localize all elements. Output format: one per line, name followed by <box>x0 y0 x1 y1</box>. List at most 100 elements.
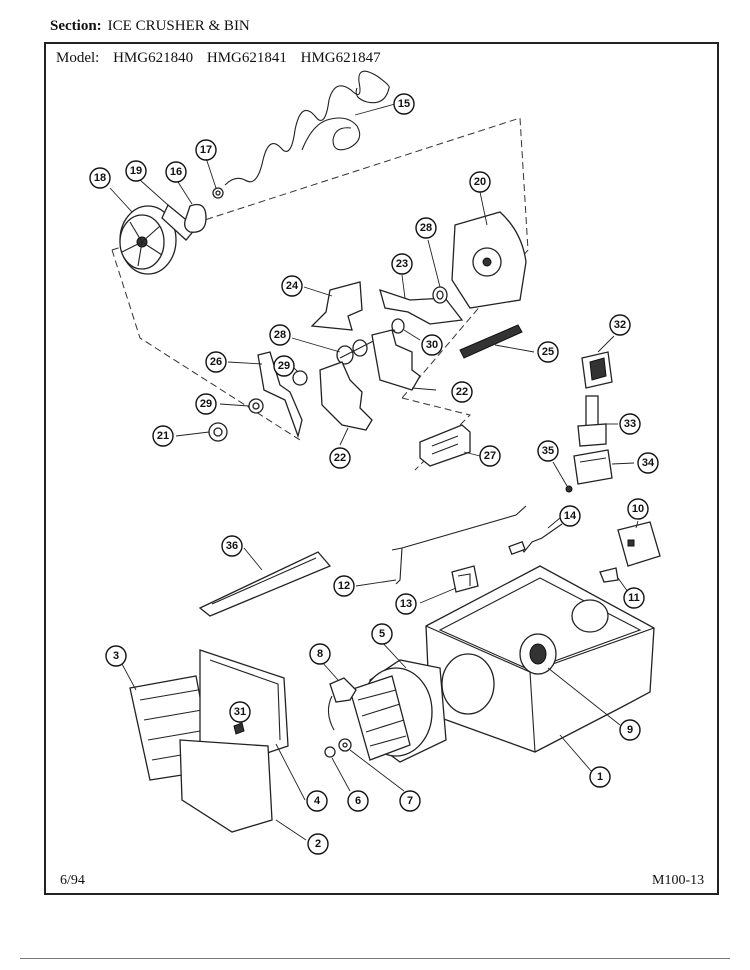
callout-32: 32 <box>609 314 631 336</box>
part-33-plunger <box>577 395 618 447</box>
svg-text:26: 26 <box>210 356 222 368</box>
revision-date: 6/94 <box>60 873 85 888</box>
part-31-spring <box>233 722 245 735</box>
callout-30: 30 <box>421 334 443 356</box>
svg-text:13: 13 <box>400 598 412 610</box>
callout-20: 20 <box>469 171 491 193</box>
callout-7: 7 <box>399 790 421 812</box>
part-27-rod <box>459 324 535 359</box>
part-1-bin <box>425 565 655 773</box>
callout-3: 3 <box>105 645 127 667</box>
part-26-slide <box>419 424 481 467</box>
svg-text:1: 1 <box>597 771 603 783</box>
part-12-rod <box>355 505 527 587</box>
callout-31: 31 <box>229 701 251 723</box>
part-15-spring <box>224 70 396 186</box>
callout-8: 8 <box>309 643 331 665</box>
callout-4: 4 <box>306 790 328 812</box>
part-34-bracket <box>573 449 635 485</box>
diagram-frame <box>44 42 719 895</box>
svg-text:29: 29 <box>278 360 290 372</box>
callout-22-right: 22 <box>451 381 473 403</box>
callout-18: 18 <box>89 167 111 189</box>
svg-text:20: 20 <box>474 176 486 188</box>
part-10-switch <box>617 520 661 567</box>
svg-text:34: 34 <box>642 457 655 469</box>
part-21-bushing <box>175 422 228 442</box>
svg-text:33: 33 <box>624 418 636 430</box>
svg-text:27: 27 <box>484 450 496 462</box>
part-11-clip <box>599 567 629 593</box>
section-label: Section: <box>50 18 102 34</box>
bottom-rule <box>20 958 730 959</box>
svg-text:12: 12 <box>338 580 350 592</box>
svg-text:32: 32 <box>614 319 626 331</box>
callout-11: 11 <box>623 587 645 609</box>
part-7-nut <box>338 738 405 792</box>
svg-text:22: 22 <box>456 386 468 398</box>
part-28-bushing-middle <box>291 329 396 365</box>
part-23-lever <box>379 274 464 325</box>
svg-text:19: 19 <box>130 165 142 177</box>
callout-9: 9 <box>619 719 641 741</box>
callout-5: 5 <box>371 623 393 645</box>
svg-text:18: 18 <box>94 172 106 184</box>
callout-24: 24 <box>281 275 303 297</box>
svg-text:11: 11 <box>628 592 640 604</box>
part-13-bracket <box>419 565 479 604</box>
callout-25: 26 <box>205 351 227 373</box>
svg-text:4: 4 <box>314 795 321 807</box>
part-36-blade <box>198 547 332 617</box>
callout-28-middle: 28 <box>269 324 291 346</box>
svg-text:17: 17 <box>200 144 212 156</box>
model-number-1: HMG621840 <box>113 50 194 66</box>
svg-text:10: 10 <box>632 503 644 515</box>
svg-text:6: 6 <box>355 795 361 807</box>
svg-text:31: 31 <box>234 706 246 718</box>
part-25-lever <box>227 351 303 439</box>
svg-text:36: 36 <box>226 540 238 552</box>
part-8-clip <box>321 661 357 731</box>
svg-text:22: 22 <box>334 452 346 464</box>
part-22-cam-left <box>319 361 373 446</box>
callout-21: 21 <box>152 425 174 447</box>
callout-13: 13 <box>395 593 417 615</box>
callout-15: 15 <box>393 93 415 115</box>
callout-22-left: 22 <box>329 447 351 469</box>
callout-33: 33 <box>619 413 641 435</box>
part-20-end-plate <box>451 191 527 309</box>
svg-text:5: 5 <box>379 628 385 640</box>
svg-text:16: 16 <box>170 166 182 178</box>
model-line: Model: HMG621840 HMG621841 HMG621847 <box>56 50 391 67</box>
svg-text:29: 29 <box>200 398 212 410</box>
callout-35: 35 <box>537 440 559 462</box>
page-id: M100-13 <box>652 873 705 888</box>
svg-text:9: 9 <box>627 724 633 736</box>
svg-text:24: 24 <box>286 280 299 292</box>
callout-27: 25 <box>537 341 559 363</box>
svg-text:3: 3 <box>113 650 119 662</box>
model-number-3: HMG621847 <box>300 50 381 66</box>
part-29-washer-lower <box>219 398 264 414</box>
callout-6: 6 <box>347 790 369 812</box>
part-29-washer-upper <box>292 367 308 386</box>
callout-29-upper: 29 <box>273 355 295 377</box>
svg-text:23: 23 <box>396 258 408 270</box>
part-6-washer <box>324 746 351 792</box>
svg-text:21: 21 <box>157 430 169 442</box>
callout-2: 2 <box>307 833 329 855</box>
part-24-lever <box>303 281 363 331</box>
part-5-drum <box>349 639 447 763</box>
part-35-screw <box>552 461 573 493</box>
callout-10: 10 <box>627 498 649 520</box>
part-32-solenoid-coil <box>581 335 615 389</box>
part-2-chute <box>179 739 307 841</box>
callout-28-upper: 28 <box>415 217 437 239</box>
svg-text:35: 35 <box>542 445 554 457</box>
part-22-cam-right <box>371 329 437 391</box>
svg-text:2: 2 <box>315 838 321 850</box>
callout-16: 16 <box>165 161 187 183</box>
part-30-washer <box>391 318 421 341</box>
part-28-bushing-upper <box>427 239 448 304</box>
